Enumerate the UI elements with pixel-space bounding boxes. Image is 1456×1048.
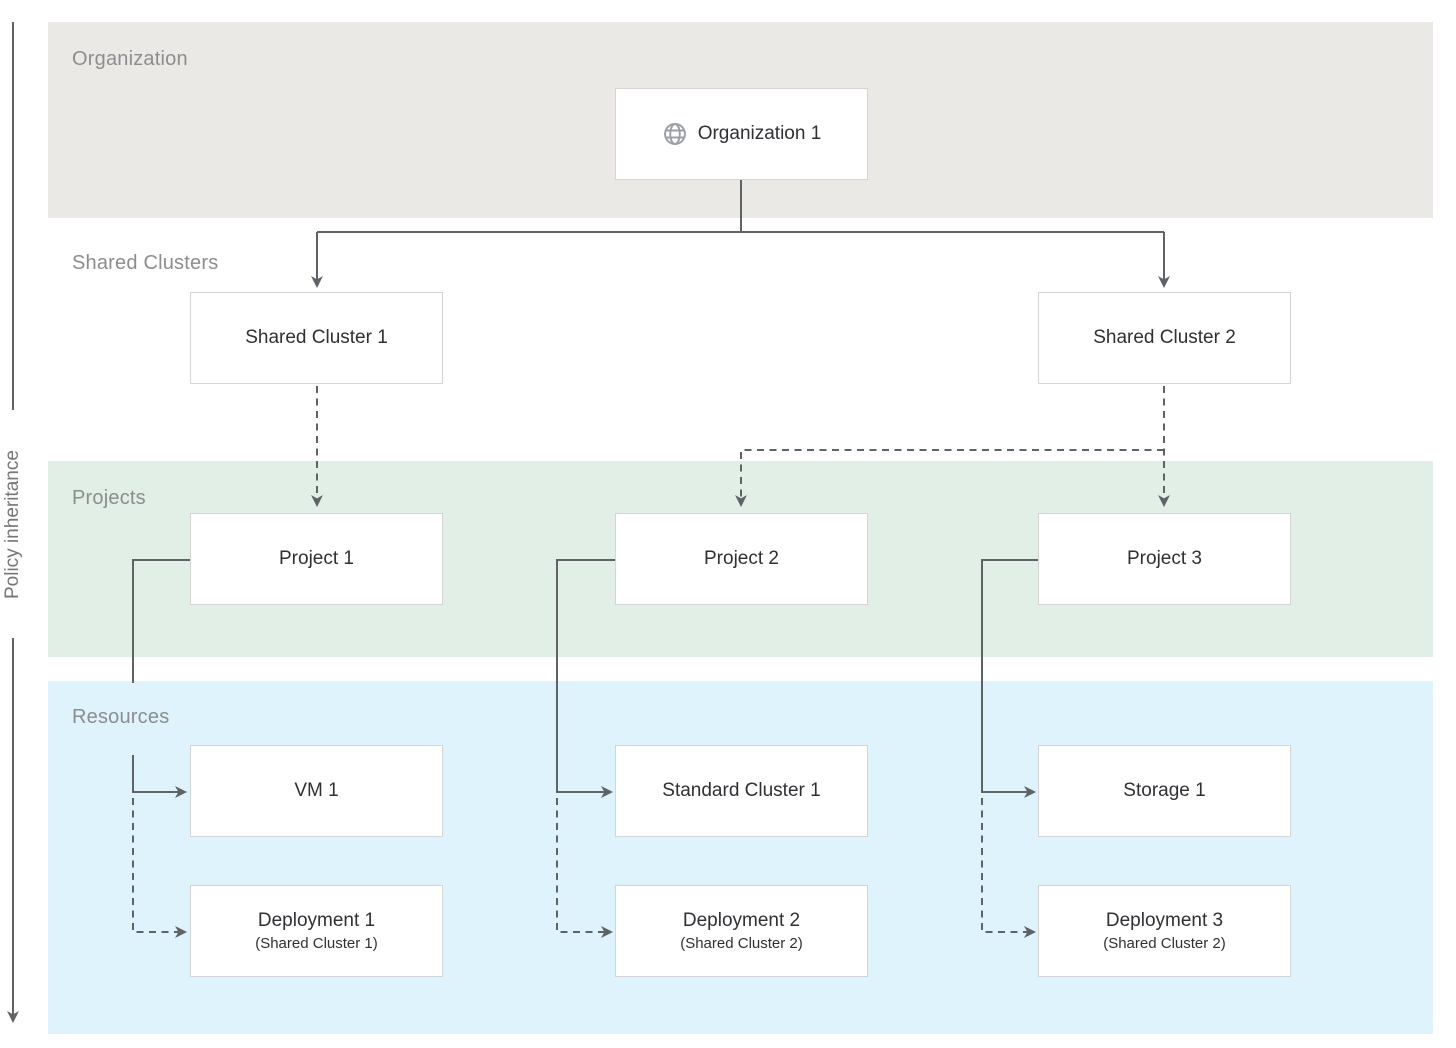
node-storage-1: Storage 1 [1038,745,1291,837]
project2-to-deployment2-dashed-arrow [556,798,613,938]
node-label: Shared Cluster 2 [1093,327,1236,348]
node-label: Standard Cluster 1 [662,780,821,801]
node-label: Project 2 [704,548,779,569]
node-label: Deployment 3 [1105,910,1224,931]
project1-to-vm1-arrow [132,755,187,798]
band-label-organization: Organization [72,48,188,70]
node-standard-cluster-1: Standard Cluster 1 [615,745,868,837]
globe-icon [663,123,686,145]
node-vm-1: VM 1 [190,745,443,837]
project3-to-deployment3-dashed-arrow [981,798,1036,938]
node-sublabel: (Shared Cluster 1) [255,935,378,952]
shared-cluster2-to-project2-dashed-arrow [735,449,1164,507]
node-deployment-1: Deployment 1 (Shared Cluster 1) [190,885,443,977]
node-label: Deployment 1 [257,910,376,931]
band-label-projects: Projects [72,487,146,509]
node-deployment-3: Deployment 3 (Shared Cluster 2) [1038,885,1291,977]
project3-to-storage1-arrow [981,559,1038,798]
node-label: VM 1 [294,780,339,801]
node-label: Organization 1 [697,123,822,144]
band-label-shared-clusters: Shared Clusters [72,252,219,274]
project1-drop-line [132,559,190,683]
node-shared-cluster-2: Shared Cluster 2 [1038,292,1291,384]
node-shared-cluster-1: Shared Cluster 1 [190,292,443,384]
node-sublabel: (Shared Cluster 2) [1103,935,1226,952]
node-organization-1: Organization 1 [615,88,868,180]
node-label: Storage 1 [1123,780,1206,801]
node-sublabel: (Shared Cluster 2) [680,935,803,952]
node-project-2: Project 2 [615,513,868,605]
project2-to-standard-cluster1-arrow [556,559,615,798]
project1-to-deployment1-dashed-arrow [132,798,187,938]
node-label: Project 3 [1127,548,1202,569]
node-deployment-2: Deployment 2 (Shared Cluster 2) [615,885,868,977]
node-label: Deployment 2 [682,910,801,931]
node-project-3: Project 3 [1038,513,1291,605]
node-label: Project 1 [279,548,354,569]
node-project-1: Project 1 [190,513,443,605]
node-label: Shared Cluster 1 [245,327,388,348]
band-label-resources: Resources [72,706,170,728]
